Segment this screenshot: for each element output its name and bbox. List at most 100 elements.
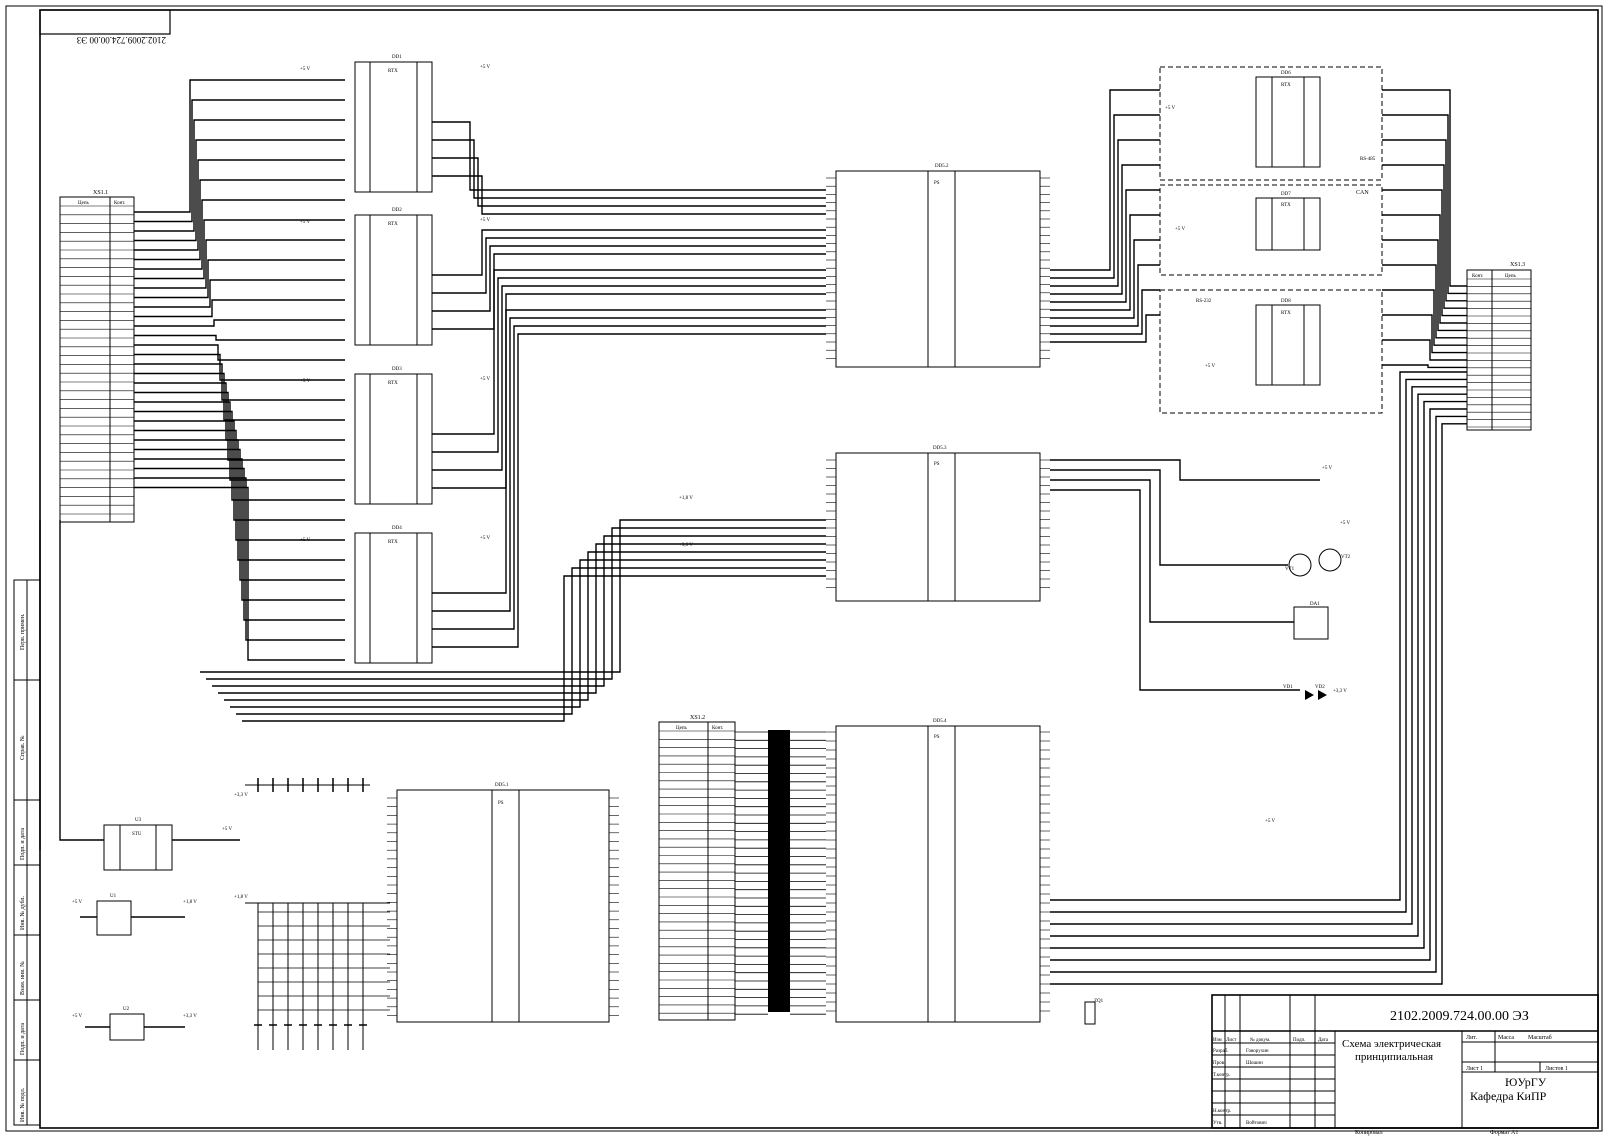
svg-text:Инв. № дубл.: Инв. № дубл. [19, 896, 26, 930]
svg-text:Т.контр.: Т.контр. [1213, 1073, 1230, 1078]
svg-text:Войтович: Войтович [1246, 1121, 1267, 1126]
ic-dd2: DD2 RTX [354, 208, 433, 346]
quartz-zq1: ZQ1 [1084, 999, 1104, 1025]
svg-text:RTX: RTX [1281, 83, 1291, 88]
svg-text:Пров.: Пров. [1213, 1061, 1225, 1066]
ic-dd3: DD3 RTX [354, 367, 433, 505]
svg-text:Конт.: Конт. [1472, 274, 1483, 279]
svg-text:+5 V: +5 V [1322, 466, 1332, 471]
svg-text:DA1: DA1 [1310, 602, 1320, 607]
svg-text:RTX: RTX [1281, 311, 1291, 316]
corner-code: 2102.2009.724.00.00 ЭЗ [39, 9, 171, 45]
svg-text:Разраб.: Разраб. [1213, 1049, 1229, 1054]
svg-text:RTX: RTX [1281, 203, 1291, 208]
svg-text:DD7: DD7 [1281, 192, 1291, 197]
svg-text:Перв. примен.: Перв. примен. [20, 613, 26, 650]
svg-text:U1: U1 [110, 894, 117, 899]
svg-text:Дата: Дата [1318, 1038, 1329, 1043]
connector-xs1-3: XS1.3 Конт. Цепь [1466, 262, 1532, 431]
svg-text:XS1.1: XS1.1 [93, 190, 108, 196]
svg-text:XS1.3: XS1.3 [1510, 262, 1525, 268]
svg-text:ZQ1: ZQ1 [1094, 999, 1104, 1004]
svg-text:+5 V: +5 V [1205, 364, 1215, 369]
power-u3: U3 STU +5 V [103, 818, 232, 871]
svg-text:Масса: Масса [1498, 1035, 1514, 1041]
svg-text:PS: PS [498, 801, 504, 806]
svg-text:+3,3 V: +3,3 V [679, 543, 693, 548]
svg-text:VD1: VD1 [1283, 685, 1293, 690]
svg-text:+5 V: +5 V [300, 379, 310, 384]
ic-dd5-1: DD5.1 PS [387, 783, 619, 1023]
svg-text:DD3: DD3 [392, 367, 402, 372]
svg-text:CAN: CAN [1356, 190, 1369, 196]
svg-text:Цепь: Цепь [676, 726, 688, 731]
ic-dd4: DD4 RTX [354, 526, 433, 664]
svg-text:DD6: DD6 [1281, 71, 1291, 76]
svg-text:+5 V: +5 V [72, 1014, 82, 1019]
svg-text:Подп. и дата: Подп. и дата [20, 1023, 26, 1055]
svg-text:Подп.: Подп. [1293, 1038, 1305, 1043]
svg-text:+1,8 V: +1,8 V [234, 895, 248, 900]
svg-text:+5 V: +5 V [480, 377, 490, 382]
svg-text:Подп. и дата: Подп. и дата [20, 828, 26, 860]
svg-text:+5 V: +5 V [1175, 227, 1185, 232]
svg-text:Конт.: Конт. [114, 201, 125, 206]
svg-text:PS: PS [934, 462, 940, 467]
outer-frame [5, 5, 1603, 1132]
svg-text:Лит.: Лит. [1466, 1035, 1477, 1041]
svg-text:Говорухин: Говорухин [1246, 1049, 1269, 1054]
wire-bundles [39, 79, 1467, 1028]
svg-text:+5 V: +5 V [1265, 819, 1275, 824]
svg-text:XS1.2: XS1.2 [690, 715, 705, 721]
svg-text:PS: PS [934, 181, 940, 186]
title-block-text: 2102.2009.724.00.00 ЭЗ Схема электрическ… [1213, 1009, 1568, 1136]
svg-text:DD5.2: DD5.2 [935, 164, 949, 169]
svg-text:ЮУрГУ: ЮУрГУ [1505, 1075, 1547, 1089]
svg-text:U2: U2 [123, 1007, 130, 1012]
svg-text:Цепь: Цепь [78, 201, 90, 206]
svg-text:Шошин: Шошин [1246, 1061, 1263, 1066]
svg-text:Утв.: Утв. [1213, 1121, 1222, 1126]
svg-text:Листов 1: Листов 1 [1545, 1066, 1568, 1072]
svg-text:DD5.4: DD5.4 [933, 719, 947, 724]
side-stamp: Перв. примен. Справ. № Подп. и дата Инв.… [13, 579, 41, 1126]
svg-text:№ докум.: № докум. [1250, 1037, 1270, 1043]
svg-text:Масштаб: Масштаб [1528, 1034, 1552, 1041]
svg-text:Взам. инв. №: Взам. инв. № [20, 961, 26, 995]
svg-text:+5 V: +5 V [1165, 106, 1175, 111]
svg-text:+5 V: +5 V [222, 827, 232, 832]
svg-text:Инв. № подл.: Инв. № подл. [20, 1087, 26, 1122]
block-can: DD7 RTX CAN +5 V [1159, 184, 1383, 276]
svg-text:DD4: DD4 [392, 526, 402, 531]
dd5-1-supplies: +3,3 V +1,8 V [234, 778, 390, 1050]
svg-text:+5 V: +5 V [480, 65, 490, 70]
block-rs485: DD6 RTX RS-485 +5 V [1159, 66, 1383, 181]
ic-dd1: DD1 RTX [354, 55, 433, 193]
svg-text:Лист: Лист [1226, 1038, 1237, 1043]
svg-text:VD2: VD2 [1315, 685, 1325, 690]
svg-text:DD2: DD2 [392, 208, 402, 213]
svg-text:RTX: RTX [388, 69, 398, 74]
analog-section: VT1 VT2 DA1 VD1 VD2 +3,3 V +5 V +5 V +5 … [679, 466, 1351, 824]
svg-text:DD8: DD8 [1281, 299, 1291, 304]
ic-dd5-2: DD5.2 PS [826, 164, 1050, 368]
svg-text:U3: U3 [135, 818, 142, 823]
connector-xs1-1: XS1.1 Цепь Конт. [59, 190, 135, 523]
svg-text:Справ. №: Справ. № [20, 735, 26, 760]
connector-xs1-2: XS1.2 Цепь Конт. [658, 715, 790, 1021]
svg-text:+3,3 V: +3,3 V [1333, 689, 1347, 694]
svg-text:RTX: RTX [388, 540, 398, 545]
svg-text:RS-232: RS-232 [1196, 299, 1212, 304]
svg-text:+5 V: +5 V [480, 536, 490, 541]
svg-text:Формат А1: Формат А1 [1490, 1130, 1518, 1136]
svg-text:+1,8 V: +1,8 V [679, 496, 693, 501]
svg-text:Цепь: Цепь [1505, 274, 1517, 279]
svg-text:+1,8 V: +1,8 V [183, 900, 197, 905]
svg-text:Н.контр.: Н.контр. [1213, 1109, 1231, 1114]
svg-text:Копировал: Копировал [1355, 1130, 1383, 1136]
ic-dd5-4: DD5.4 PS [826, 719, 1050, 1023]
svg-text:принципиальная: принципиальная [1355, 1051, 1433, 1063]
power-u1: U1 +5 V +1,8 V [72, 894, 197, 936]
power-u2: U2 +5 V +3,3 V [72, 1007, 197, 1041]
